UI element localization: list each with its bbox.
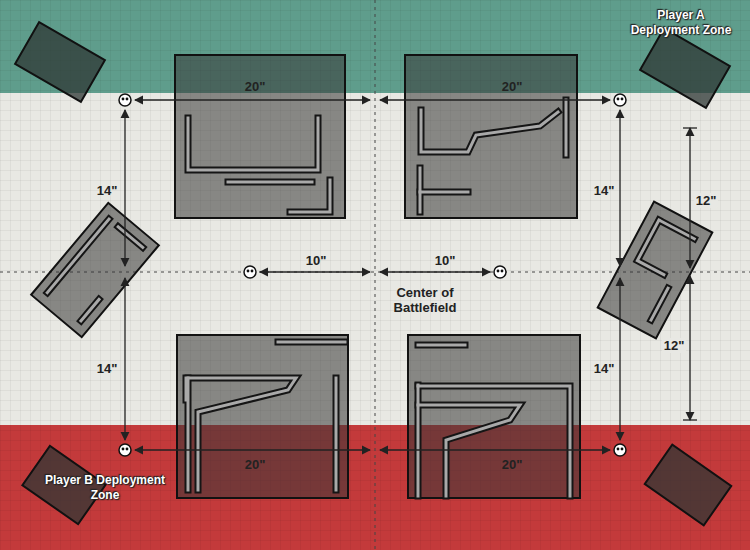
deployment-zone: Player B Deployment Zone	[0, 425, 750, 550]
dimension-label: 20"	[243, 79, 268, 94]
zone-label: Player A Deployment Zone	[622, 8, 740, 38]
dimension-label: 10"	[433, 253, 458, 268]
zone-label: Player B Deployment Zone	[40, 473, 170, 503]
dimension-label: 20"	[243, 457, 268, 472]
deployment-zone: Player A Deployment Zone	[0, 0, 750, 93]
dimension-label: 12"	[662, 338, 687, 353]
dimension-label: 20"	[500, 79, 525, 94]
dimension-label: 10"	[304, 253, 329, 268]
dimension-label: 12"	[694, 193, 719, 208]
dimension-label: 14"	[592, 183, 617, 198]
center-label: Center of Battlefield	[373, 285, 477, 315]
dimension-label: 14"	[592, 361, 617, 376]
dimension-label: 14"	[95, 183, 120, 198]
dimension-label: 20"	[500, 457, 525, 472]
dimension-label: 14"	[95, 361, 120, 376]
